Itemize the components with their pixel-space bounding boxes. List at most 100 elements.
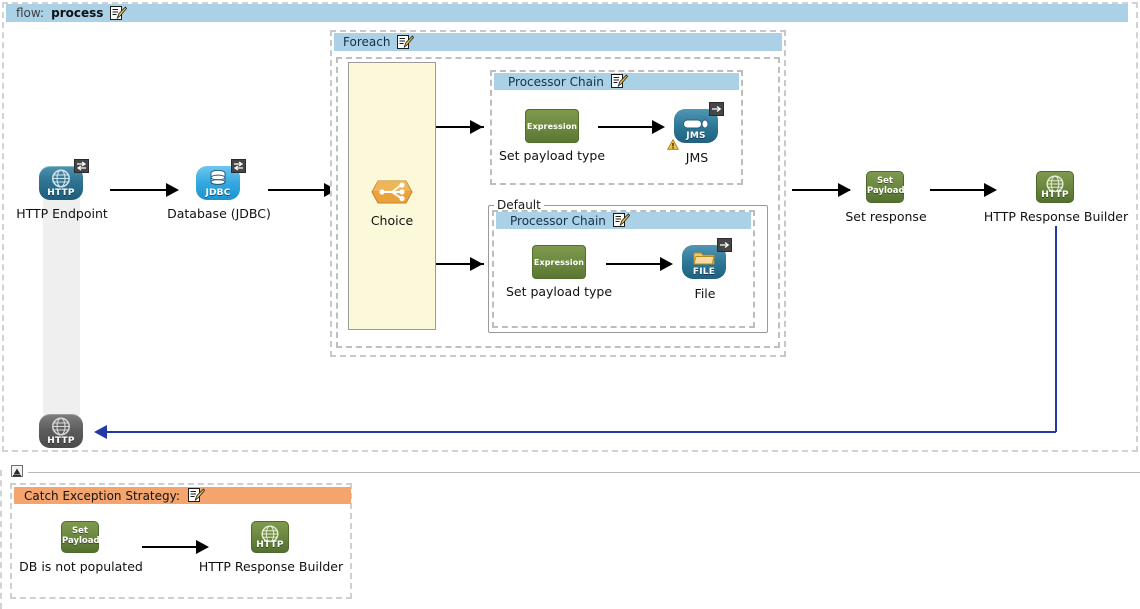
- processor-chain-top-header[interactable]: Processor Chain: [494, 73, 739, 90]
- node-http-response-builder[interactable]: HTTP HTTP Response Builder: [984, 171, 1128, 224]
- choice-router-icon[interactable]: [370, 175, 414, 209]
- node-jms[interactable]: JMS JMS: [667, 102, 724, 165]
- node-label-http-endpoint: HTTP Endpoint: [16, 206, 108, 221]
- right-arrow-badge: [717, 238, 732, 252]
- set-payload-caption-line2: Payload: [867, 186, 905, 196]
- arrow-head-expr-to-file: [660, 257, 673, 271]
- return-path-vertical: [1055, 226, 1057, 432]
- queue-graphic: [683, 115, 709, 134]
- http-globe-icon[interactable]: HTTP: [39, 159, 89, 200]
- default-branch-group: [488, 205, 768, 333]
- flow-header-bar[interactable]: flow: process: [6, 4, 1128, 22]
- foreach-title: Foreach: [343, 35, 391, 49]
- node-set-response[interactable]: Set Payload Set response: [845, 171, 927, 224]
- arrow-head-set-response-to-builder: [984, 183, 997, 197]
- edit-pencil-icon[interactable]: [397, 34, 415, 50]
- jms-queue-icon[interactable]: JMS: [667, 102, 724, 150]
- two-way-arrows-badge: [74, 159, 89, 173]
- arrow-head-setpayload-to-builder-exception: [196, 540, 209, 554]
- section-divider: [28, 472, 1140, 473]
- globe-graphic: [1046, 175, 1065, 197]
- flow-source-lane: [43, 170, 80, 415]
- set-payload-icon[interactable]: Set Payload: [866, 171, 905, 203]
- return-path-horizontal: [107, 431, 1056, 433]
- arrow-head-expr-to-jms: [652, 120, 665, 134]
- globe-graphic: [261, 525, 280, 547]
- expression-caption: Expression: [533, 257, 585, 267]
- expression-icon[interactable]: Expression: [532, 245, 586, 279]
- node-label-set-payload-type-top: Set payload type: [498, 148, 606, 163]
- foreach-header-bar[interactable]: Foreach: [334, 33, 782, 51]
- http-endpoint-caption: HTTP: [47, 188, 75, 198]
- node-db-not-populated[interactable]: Set Payload DB is not populated: [19, 521, 143, 574]
- set-payload-caption-line1: Set: [877, 176, 893, 186]
- flow-label-value: process: [51, 6, 104, 20]
- node-http-endpoint[interactable]: HTTP HTTP Endpoint: [16, 159, 108, 221]
- processor-chain-default-header[interactable]: Processor Chain: [496, 212, 751, 229]
- node-label-file: File: [694, 286, 716, 301]
- http-globe-green-icon[interactable]: HTTP: [251, 521, 289, 553]
- collapse-handle-icon[interactable]: [10, 464, 25, 479]
- database-cylinder-icon[interactable]: JDBC: [196, 159, 246, 200]
- catch-exception-title: Catch Exception Strategy:: [24, 488, 180, 503]
- http-return-caption: HTTP: [47, 436, 75, 446]
- jms-caption: JMS: [686, 131, 706, 141]
- right-arrow-badge: [709, 102, 724, 116]
- http-globe-grey-icon[interactable]: HTTP: [39, 414, 83, 448]
- node-label-choice: Choice: [370, 213, 414, 228]
- arrow-head-choice-to-chain-default: [470, 257, 483, 271]
- edit-pencil-icon[interactable]: [610, 74, 628, 89]
- arrow-choice-to-chain-default: [436, 263, 484, 265]
- node-file[interactable]: FILE File: [682, 238, 732, 301]
- arrow-head-foreach-to-set-response: [838, 183, 851, 197]
- file-folder-icon[interactable]: FILE: [682, 238, 732, 279]
- arrow-endpoint-to-db: [110, 189, 168, 191]
- node-set-payload-type-default[interactable]: Expression Set payload type: [506, 245, 612, 299]
- arrow-expr-to-file: [606, 263, 664, 265]
- set-payload-caption: Set Payload: [867, 176, 905, 196]
- http-builder-caption: HTTP: [256, 540, 284, 550]
- folder-graphic: [693, 250, 715, 270]
- node-database-jdbc[interactable]: JDBC Database (JDBC): [167, 159, 271, 221]
- set-payload-caption-line1: Set: [72, 526, 88, 536]
- globe-graphic: [51, 417, 71, 440]
- return-path-arrow-head: [94, 425, 107, 439]
- arrow-head-endpoint-to-db: [166, 183, 179, 197]
- edit-pencil-icon[interactable]: [110, 5, 128, 21]
- node-label-db-not-populated: DB is not populated: [19, 559, 143, 574]
- arrow-db-to-choice: [268, 189, 326, 191]
- node-label-http-response-builder: HTTP Response Builder: [983, 209, 1129, 224]
- set-payload-caption: Set Payload: [62, 526, 100, 546]
- node-label-database-jdbc: Database (JDBC): [167, 206, 271, 221]
- expression-icon[interactable]: Expression: [525, 109, 579, 143]
- node-label-http-response-builder-exception: HTTP Response Builder: [198, 559, 344, 574]
- set-payload-icon[interactable]: Set Payload: [61, 521, 100, 553]
- node-label-set-response: Set response: [845, 209, 927, 224]
- node-http-return[interactable]: HTTP: [39, 414, 85, 448]
- edit-pencil-icon[interactable]: [612, 213, 630, 228]
- http-globe-green-icon[interactable]: HTTP: [1036, 171, 1074, 203]
- catch-exception-header[interactable]: Catch Exception Strategy:: [14, 487, 351, 504]
- file-caption: FILE: [692, 267, 716, 277]
- expression-caption: Expression: [526, 121, 578, 131]
- node-label-jms: JMS: [685, 150, 709, 165]
- flow-label-key: flow:: [16, 6, 45, 20]
- database-caption: JDBC: [205, 188, 231, 198]
- node-choice[interactable]: Choice: [370, 175, 414, 228]
- edit-pencil-icon[interactable]: [187, 488, 205, 503]
- warning-triangle-icon: [667, 135, 679, 150]
- globe-graphic: [51, 169, 71, 192]
- exception-section-left-border: [0, 470, 4, 609]
- arrow-setpayload-to-builder-exception: [142, 546, 200, 548]
- node-label-set-payload-type-default: Set payload type: [505, 284, 613, 299]
- arrow-set-response-to-builder: [930, 189, 988, 191]
- node-http-response-builder-exception[interactable]: HTTP HTTP Response Builder: [199, 521, 343, 574]
- set-payload-caption-line2: Payload: [62, 536, 100, 546]
- default-branch-legend: Default: [494, 199, 544, 211]
- arrow-expr-to-jms: [598, 126, 656, 128]
- node-set-payload-type-top[interactable]: Expression Set payload type: [499, 109, 605, 163]
- http-builder-caption: HTTP: [1041, 190, 1069, 200]
- processor-chain-default-title: Processor Chain: [510, 213, 606, 228]
- cylinder-graphic: [209, 169, 227, 191]
